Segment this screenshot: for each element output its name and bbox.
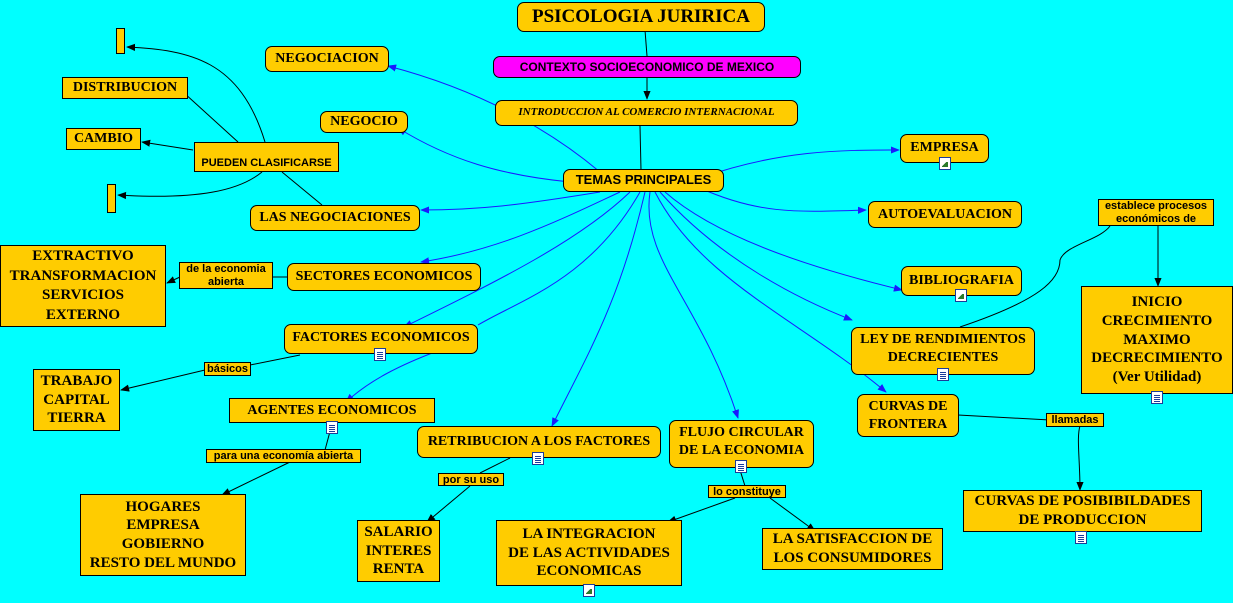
document-icon[interactable] <box>532 452 544 465</box>
retribucion-list-node[interactable]: SALARIO INTERES RENTA <box>357 520 440 582</box>
image-icon[interactable] <box>939 157 951 170</box>
flujo-link-label: lo constituye <box>708 485 786 498</box>
ley-link-label: establece procesos económicos de <box>1098 199 1214 226</box>
image-icon[interactable] <box>955 289 967 302</box>
black-connectors <box>117 29 1162 532</box>
blue-connectors <box>345 64 903 427</box>
document-icon[interactable] <box>1075 531 1087 544</box>
cambio-node[interactable]: CAMBIO <box>66 128 141 150</box>
sectores-link-label: de la economia abierta <box>179 262 273 289</box>
retribucion-link-label: por su uso <box>438 473 504 486</box>
satisfaccion-node[interactable]: LA SATISFACCION DE LOS CONSUMIDORES <box>762 528 943 570</box>
distribucion-node[interactable]: DISTRIBUCION <box>62 77 188 99</box>
document-icon[interactable] <box>735 460 747 473</box>
document-icon[interactable] <box>1151 391 1163 404</box>
blank-node-top <box>116 28 125 54</box>
introduccion-node[interactable]: INTRODUCCION AL COMERCIO INTERNACIONAL <box>495 100 798 126</box>
agentes-link-label: para una economía abierta <box>206 449 361 463</box>
agentes-list-node[interactable]: HOGARES EMPRESA GOBIERNO RESTO DEL MUNDO <box>80 494 246 576</box>
autoevaluacion-node[interactable]: AUTOEVALUACION <box>868 201 1022 228</box>
blank-node-bottom <box>107 184 116 213</box>
integracion-node[interactable]: LA INTEGRACION DE LAS ACTIVIDADES ECONOM… <box>496 520 682 586</box>
temas-principales-node[interactable]: TEMAS PRINCIPALES <box>563 169 724 192</box>
map-title: PSICOLOGIA JURIRICA <box>517 2 765 32</box>
factores-link-label: básicos <box>204 362 251 376</box>
ley-rendimientos-node[interactable]: LEY DE RENDIMIENTOS DECRECIENTES <box>851 327 1035 375</box>
agentes-economicos-node[interactable]: AGENTES ECONOMICOS <box>229 398 435 423</box>
pueden-clasificarse-label: PUEDEN CLASIFICARSE <box>194 142 339 172</box>
document-icon[interactable] <box>326 421 338 434</box>
negocio-node[interactable]: NEGOCIO <box>320 111 408 133</box>
curvas-posibilidades-node[interactable]: CURVAS DE POSIBIBILDADES DE PRODUCCION <box>963 490 1202 532</box>
sectores-economicos-node[interactable]: SECTORES ECONOMICOS <box>287 263 481 291</box>
curvas-frontera-node[interactable]: CURVAS DE FRONTERA <box>857 394 959 437</box>
las-negociaciones-node[interactable]: LAS NEGOCIACIONES <box>250 205 420 231</box>
document-icon[interactable] <box>937 368 949 381</box>
curvas-link-label: llamadas <box>1046 413 1104 427</box>
contexto-node[interactable]: CONTEXTO SOCIOECONOMICO DE MEXICO <box>493 56 801 78</box>
factores-list-node[interactable]: TRABAJO CAPITAL TIERRA <box>33 369 120 431</box>
document-icon[interactable] <box>374 348 386 361</box>
negociacion-node[interactable]: NEGOCIACION <box>265 46 389 72</box>
image-icon[interactable] <box>583 584 595 597</box>
ley-list-node[interactable]: INICIO CRECIMIENTO MAXIMO DECRECIMIENTO … <box>1081 286 1233 394</box>
sectores-list-node[interactable]: EXTRACTIVO TRANSFORMACION SERVICIOS EXTE… <box>0 245 166 327</box>
